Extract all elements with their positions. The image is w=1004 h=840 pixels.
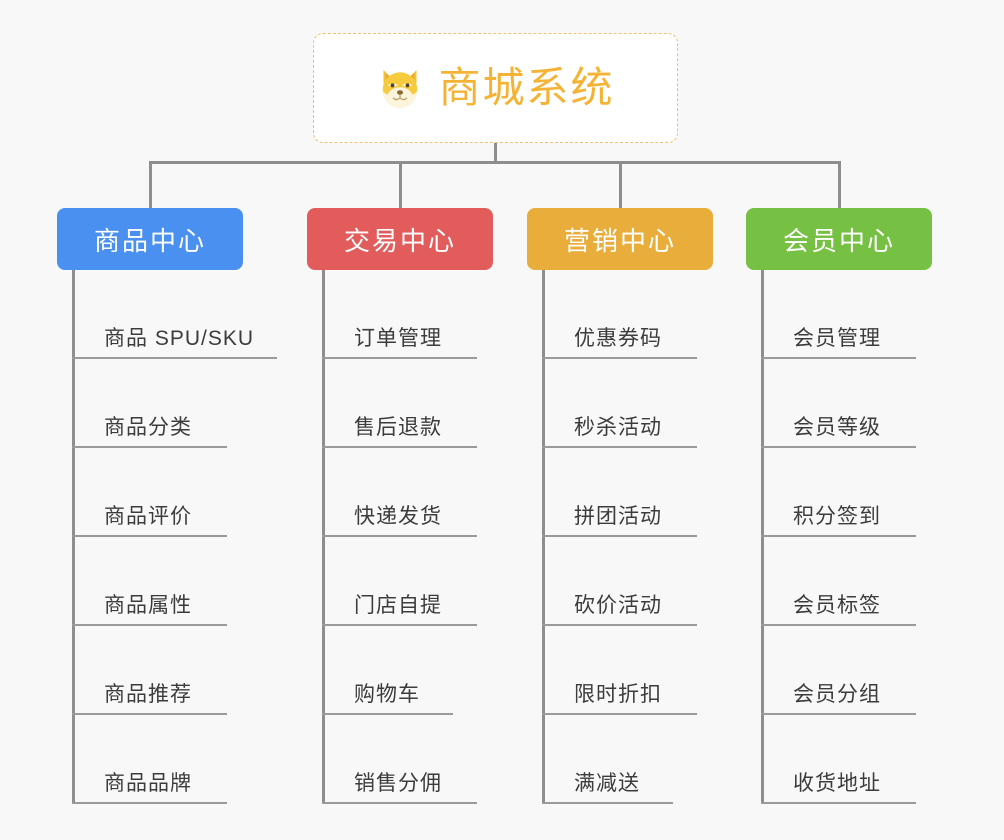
leaf-item[interactable]: 销售分佣 bbox=[322, 715, 477, 804]
column-member-center: 会员管理 会员等级 积分签到 会员标签 会员分组 收货地址 bbox=[761, 270, 926, 830]
category-box-marketing-center[interactable]: 营销中心 bbox=[527, 208, 713, 270]
root-node[interactable]: 商城系统 bbox=[313, 33, 678, 143]
category-label: 营销中心 bbox=[563, 225, 676, 256]
leaf-item[interactable]: 拼团活动 bbox=[542, 448, 697, 537]
leaf-label: 商品分类 bbox=[104, 415, 192, 439]
leaf-label: 砍价活动 bbox=[574, 593, 662, 617]
leaf-label: 门店自提 bbox=[354, 593, 442, 617]
leaf-label: 会员标签 bbox=[793, 593, 881, 617]
leaf-item[interactable]: 限时折扣 bbox=[542, 626, 697, 715]
leaf-item[interactable]: 优惠券码 bbox=[542, 270, 697, 359]
drop-line-1 bbox=[149, 161, 152, 208]
leaf-label: 积分签到 bbox=[793, 504, 881, 528]
leaf-label: 商品属性 bbox=[104, 593, 192, 617]
leaf-label: 商品推荐 bbox=[104, 682, 192, 706]
leaf-item[interactable]: 会员管理 bbox=[761, 270, 916, 359]
leaf-label: 会员管理 bbox=[793, 326, 881, 350]
leaf-item[interactable]: 商品 SPU/SKU bbox=[72, 270, 277, 359]
root-stem-line bbox=[494, 143, 497, 164]
leaf-label: 订单管理 bbox=[354, 326, 442, 350]
leaf-item[interactable]: 砍价活动 bbox=[542, 537, 697, 626]
leaf-item[interactable]: 会员分组 bbox=[761, 626, 916, 715]
category-label: 商品中心 bbox=[93, 225, 206, 256]
bus-line bbox=[150, 161, 841, 164]
column-trunk-line bbox=[72, 270, 75, 804]
category-label: 交易中心 bbox=[343, 225, 456, 256]
column-trunk-line bbox=[322, 270, 325, 804]
leaf-item[interactable]: 快递发货 bbox=[322, 448, 477, 537]
leaf-item[interactable]: 商品属性 bbox=[72, 537, 227, 626]
leaf-label: 销售分佣 bbox=[354, 771, 442, 795]
root-title: 商城系统 bbox=[438, 64, 615, 111]
column-trunk-line bbox=[761, 270, 764, 804]
leaf-item[interactable]: 商品推荐 bbox=[72, 626, 227, 715]
category-box-trade-center[interactable]: 交易中心 bbox=[307, 208, 493, 270]
leaf-label: 会员等级 bbox=[793, 415, 881, 439]
leaf-item[interactable]: 商品品牌 bbox=[72, 715, 227, 804]
leaf-label: 秒杀活动 bbox=[574, 415, 662, 439]
column-marketing-center: 优惠券码 秒杀活动 拼团活动 砍价活动 限时折扣 满减送 bbox=[542, 270, 707, 830]
column-trunk-line bbox=[542, 270, 545, 804]
leaf-label: 快递发货 bbox=[354, 504, 442, 528]
shiba-dog-face-icon bbox=[376, 64, 424, 112]
leaf-label: 限时折扣 bbox=[574, 682, 662, 706]
leaf-label: 购物车 bbox=[354, 682, 420, 706]
leaf-label: 商品评价 bbox=[104, 504, 192, 528]
leaf-label: 拼团活动 bbox=[574, 504, 662, 528]
category-box-member-center[interactable]: 会员中心 bbox=[746, 208, 932, 270]
leaf-item[interactable]: 订单管理 bbox=[322, 270, 477, 359]
drop-line-2 bbox=[399, 161, 402, 208]
leaf-label: 商品品牌 bbox=[104, 771, 192, 795]
leaf-item[interactable]: 会员等级 bbox=[761, 359, 916, 448]
leaf-item[interactable]: 购物车 bbox=[322, 626, 453, 715]
leaf-item[interactable]: 积分签到 bbox=[761, 448, 916, 537]
leaf-item[interactable]: 满减送 bbox=[542, 715, 673, 804]
leaf-item[interactable]: 秒杀活动 bbox=[542, 359, 697, 448]
category-box-product-center[interactable]: 商品中心 bbox=[57, 208, 243, 270]
leaf-label: 售后退款 bbox=[354, 415, 442, 439]
leaf-item[interactable]: 商品评价 bbox=[72, 448, 227, 537]
column-product-center: 商品 SPU/SKU 商品分类 商品评价 商品属性 商品推荐 商品品牌 bbox=[72, 270, 287, 830]
drop-line-3 bbox=[619, 161, 622, 208]
leaf-label: 满减送 bbox=[574, 771, 640, 795]
category-label: 会员中心 bbox=[782, 225, 895, 256]
drop-line-4 bbox=[838, 161, 841, 208]
leaf-item[interactable]: 会员标签 bbox=[761, 537, 916, 626]
leaf-label: 商品 SPU/SKU bbox=[104, 326, 255, 350]
leaf-item[interactable]: 售后退款 bbox=[322, 359, 477, 448]
leaf-item[interactable]: 商品分类 bbox=[72, 359, 227, 448]
leaf-label: 收货地址 bbox=[793, 771, 881, 795]
leaf-label: 优惠券码 bbox=[574, 326, 662, 350]
leaf-item[interactable]: 收货地址 bbox=[761, 715, 916, 804]
column-trade-center: 订单管理 售后退款 快递发货 门店自提 购物车 销售分佣 bbox=[322, 270, 487, 830]
leaf-label: 会员分组 bbox=[793, 682, 881, 706]
leaf-item[interactable]: 门店自提 bbox=[322, 537, 477, 626]
